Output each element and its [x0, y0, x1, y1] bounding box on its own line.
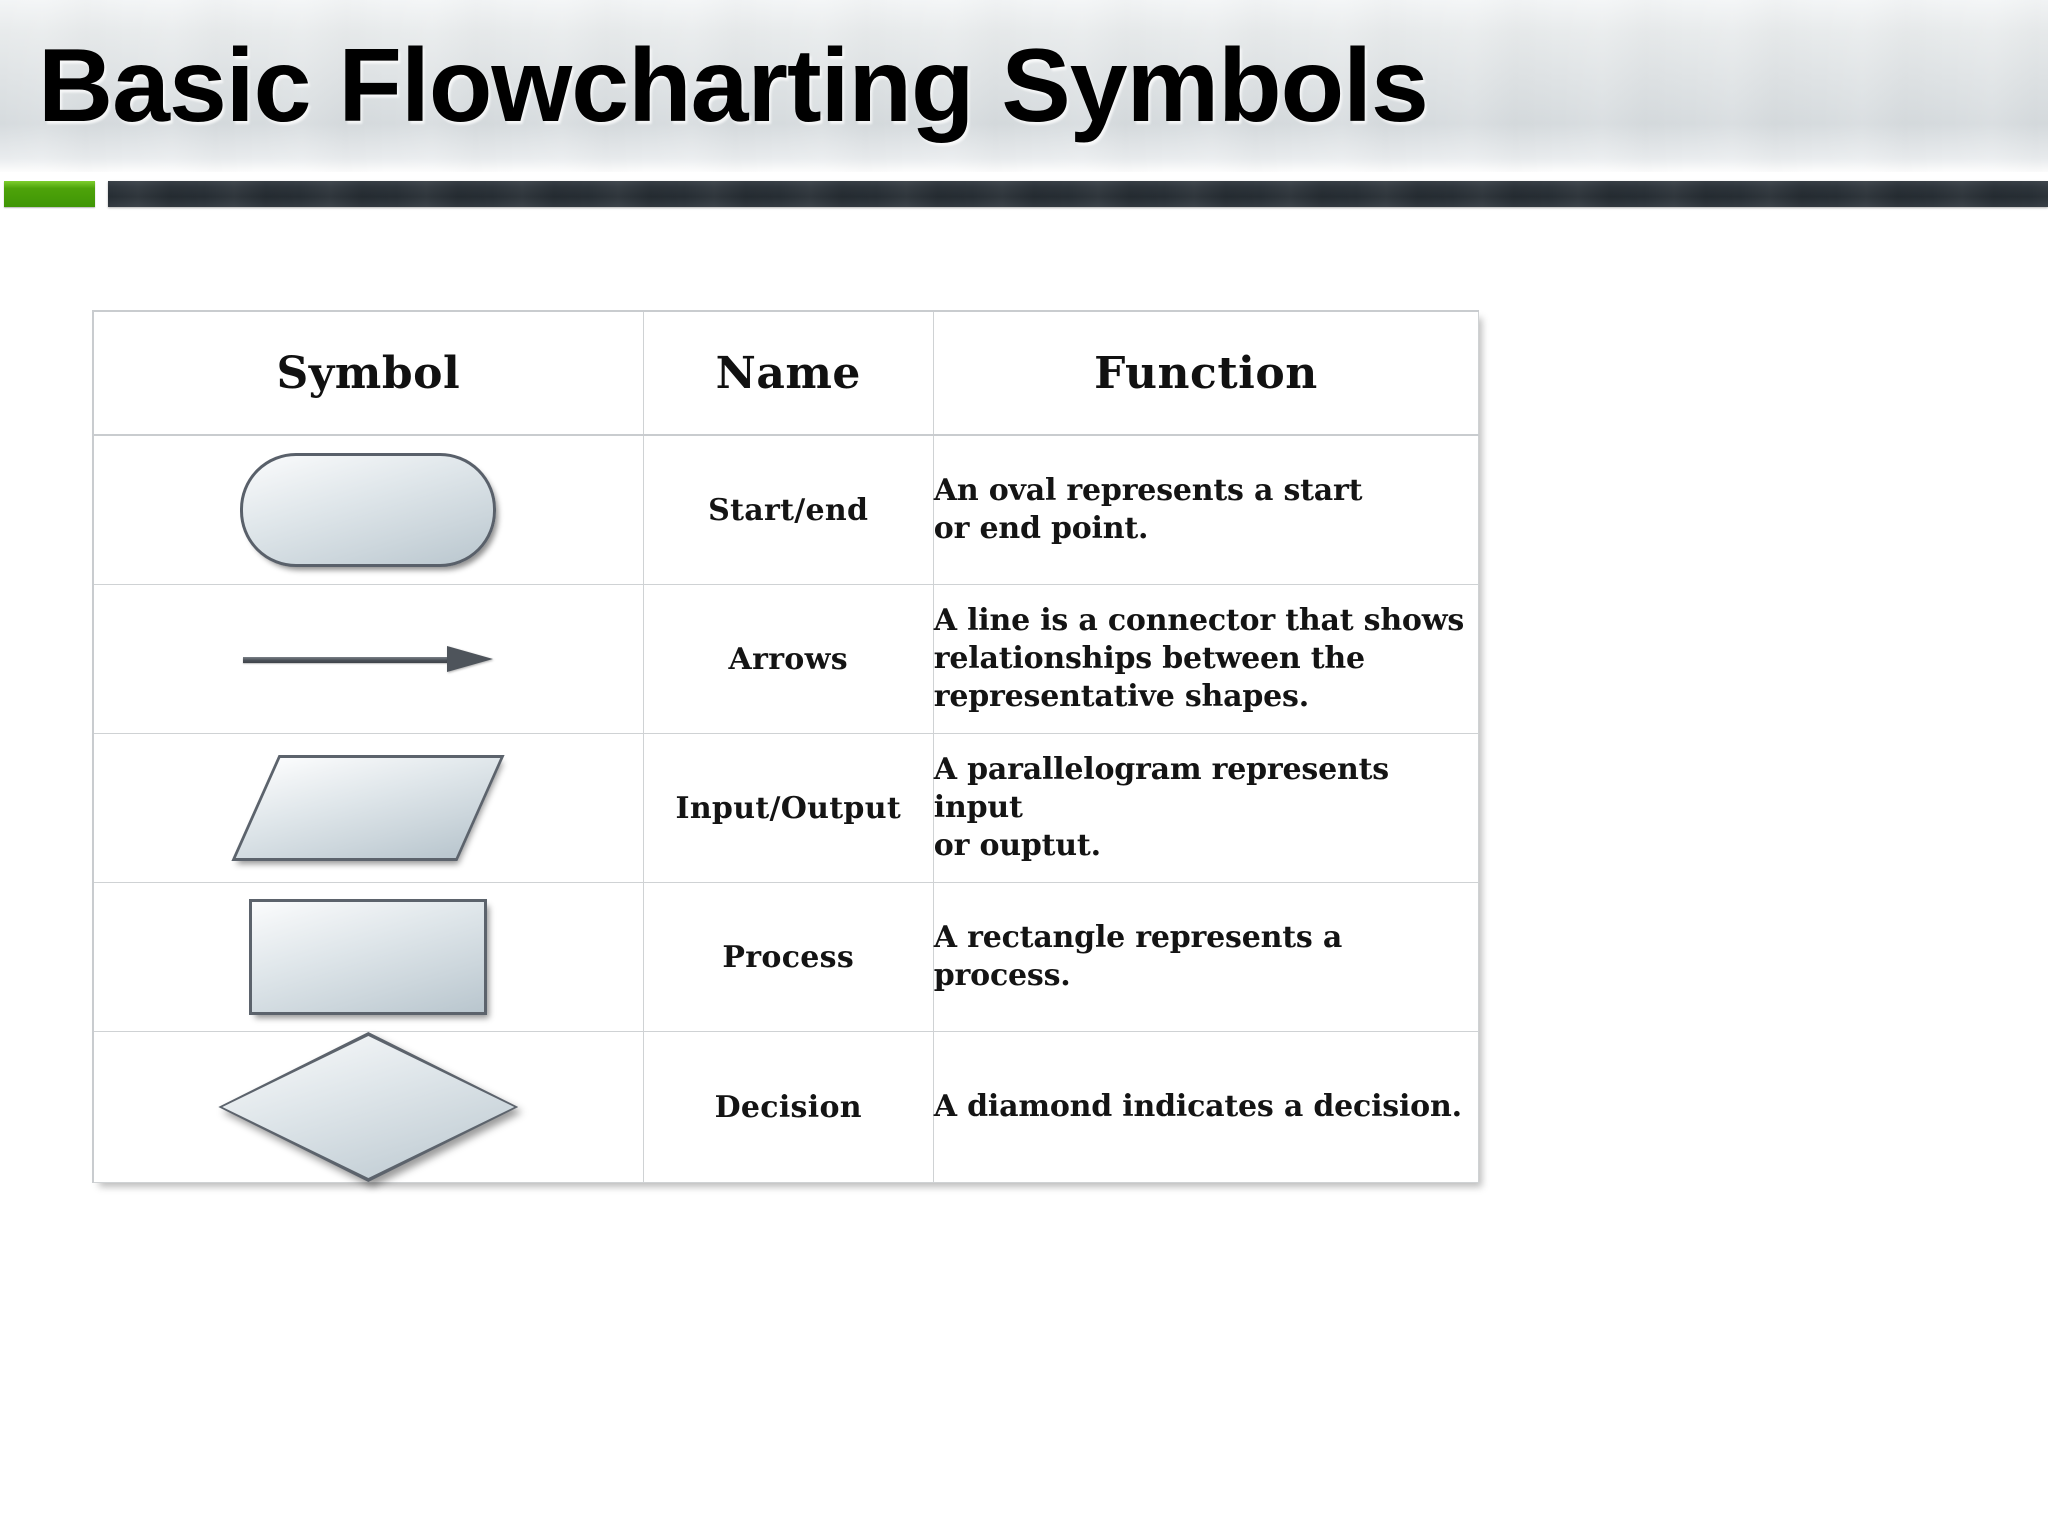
table-row: Arrows A line is a connector that shows …	[91, 584, 1480, 734]
diamond-shape-icon	[218, 1032, 519, 1182]
function-line: A rectangle represents a process.	[933, 920, 1343, 993]
parallelogram-shape-icon	[231, 755, 505, 861]
function-line: A parallelogram represents input	[933, 752, 1389, 825]
function-line: representative shapes.	[933, 679, 1309, 714]
column-header-function: Function	[932, 310, 1480, 436]
name-cell-decision: Decision	[642, 1031, 934, 1183]
symbol-cell-process	[91, 882, 644, 1032]
function-line: or ouptut.	[933, 828, 1101, 863]
table-header-row: Symbol Name Function	[91, 310, 1480, 436]
column-header-name: Name	[642, 310, 934, 436]
arrow-line	[243, 657, 449, 663]
arrow-head	[447, 646, 494, 672]
slide-header: Basic Flowcharting Symbols	[0, 0, 2048, 172]
right-arrow-shape-icon	[243, 646, 494, 672]
rounded-oval-shape-icon	[240, 453, 497, 567]
function-cell-decision: A diamond indicates a decision.	[932, 1031, 1480, 1183]
symbol-cell-input-output	[91, 733, 644, 883]
function-line: or end point.	[933, 511, 1149, 546]
function-cell-input-output: A parallelogram represents input or oupt…	[932, 733, 1480, 883]
accent-dark-bar	[108, 181, 2048, 207]
column-header-symbol: Symbol	[91, 310, 644, 436]
rectangle-shape-icon	[249, 899, 488, 1015]
name-cell-start-end: Start/end	[642, 434, 934, 585]
name-cell-process: Process	[642, 882, 934, 1032]
function-line: relationships between the	[933, 641, 1365, 676]
function-line: A line is a connector that shows	[933, 603, 1465, 638]
name-cell-input-output: Input/Output	[642, 733, 934, 883]
function-line: An oval represents a start	[933, 473, 1363, 508]
accent-stripe	[0, 181, 2048, 209]
function-line: A diamond indicates a decision.	[933, 1089, 1462, 1124]
symbol-cell-decision	[91, 1031, 644, 1183]
symbol-cell-start-end	[91, 434, 644, 585]
name-cell-arrows: Arrows	[642, 584, 934, 734]
page-title: Basic Flowcharting Symbols	[38, 28, 1429, 144]
function-cell-start-end: An oval represents a start or end point.	[932, 434, 1480, 585]
function-cell-arrows: A line is a connector that shows relatio…	[932, 584, 1480, 734]
table-row: Process A rectangle represents a process…	[91, 882, 1480, 1032]
table-row: Decision A diamond indicates a decision.	[91, 1031, 1480, 1183]
table-row: Start/end An oval represents a start or …	[91, 434, 1480, 585]
diamond-fill	[222, 1036, 515, 1178]
flowchart-symbols-table: Symbol Name Function Start/end An oval r…	[91, 310, 1480, 1183]
accent-green-block	[4, 181, 95, 207]
symbol-cell-arrows	[91, 584, 644, 734]
function-cell-process: A rectangle represents a process.	[932, 882, 1480, 1032]
table-row: Input/Output A parallelogram represents …	[91, 733, 1480, 883]
